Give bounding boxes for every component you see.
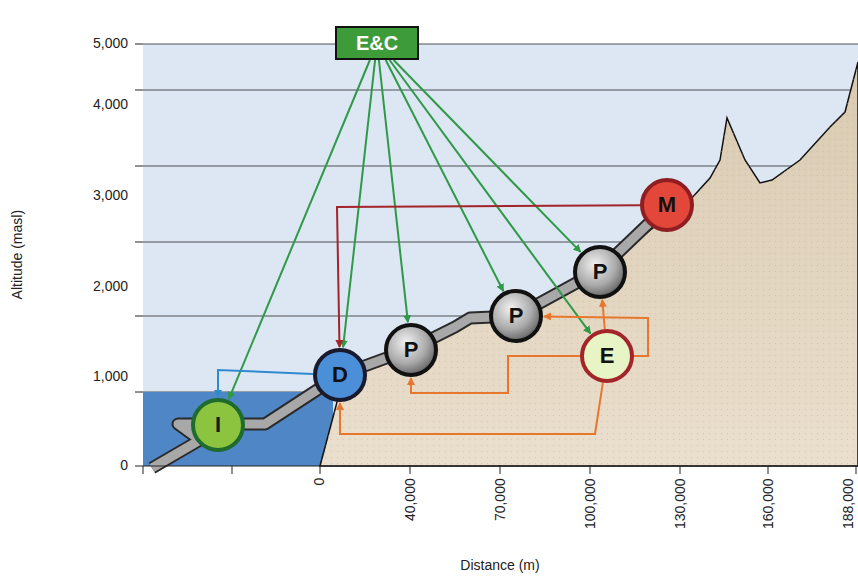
mine-circle: M (640, 178, 694, 232)
flow-arrow (602, 300, 605, 329)
sky-area (143, 44, 858, 466)
flow-arrow (218, 370, 313, 397)
flow-arrow (394, 60, 581, 252)
x-axis-value: 0 (312, 478, 327, 486)
axis-title: Distance (m) (460, 558, 539, 573)
node-letter: P (404, 339, 419, 361)
energy-circle: E (580, 329, 634, 383)
flow-arrow (340, 383, 603, 434)
axis-ticks (135, 44, 856, 474)
flow-arrow (379, 60, 408, 322)
x-axis-value: 188,000 (840, 478, 855, 529)
x-axis-value: 160,000 (760, 478, 775, 529)
y-axis-value: 4,000 (93, 97, 128, 112)
y-axis-value: 1,000 (93, 369, 128, 384)
node-shape (386, 325, 436, 375)
org-box: E&C (335, 26, 419, 60)
plant-circle: P (573, 245, 627, 299)
node-letter: E (600, 345, 615, 367)
pipeline (152, 205, 668, 468)
x-axis-value: 100,000 (582, 478, 597, 529)
axis-title: Altitude (masl) (10, 210, 25, 299)
flow-arrow (229, 60, 370, 399)
x-axis-value: 40,000 (402, 478, 417, 521)
x-axis-value: 70,000 (492, 478, 507, 521)
node-shape (193, 400, 243, 450)
flow-arrow (343, 60, 375, 347)
node-shape (582, 331, 632, 381)
y-axis-value: 0 (120, 458, 128, 473)
flow-arrow (411, 356, 580, 393)
node-shape (315, 350, 365, 400)
node-shape (336, 27, 418, 59)
x-axis-value: 130,000 (672, 478, 687, 529)
y-axis-value: 2,000 (93, 279, 128, 294)
flow-arrow (386, 60, 504, 291)
flow-arrow (337, 205, 640, 347)
node-letter: I (215, 414, 221, 436)
node-shape (642, 180, 692, 230)
node-shape (491, 291, 541, 341)
dam-circle: D (313, 348, 367, 402)
node-shape (575, 247, 625, 297)
node-letter: D (332, 364, 348, 386)
node-letter: E&C (356, 33, 398, 53)
node-letter: M (658, 194, 676, 216)
plant-circle: P (384, 323, 438, 377)
node-letter: P (593, 261, 608, 283)
plant-circle: P (489, 289, 543, 343)
intake-circle: I (191, 398, 245, 452)
y-axis-value: 3,000 (93, 188, 128, 203)
flow-arrow (390, 60, 591, 333)
y-axis-value: 5,000 (93, 36, 128, 51)
pipeline-outline (152, 205, 668, 468)
node-letter: P (509, 305, 524, 327)
